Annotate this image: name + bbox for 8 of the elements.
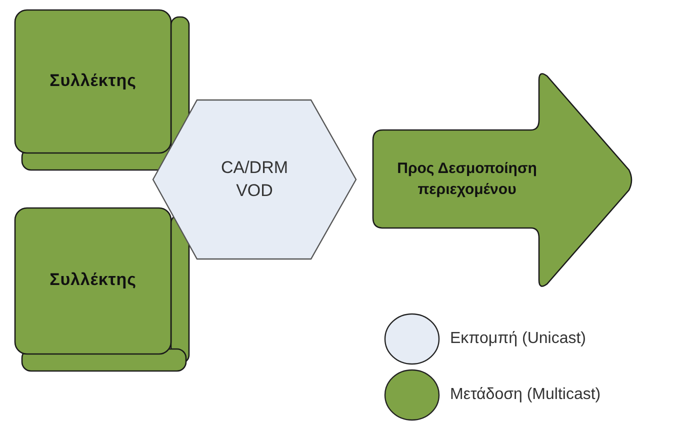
node-label: Συλλέκτης — [50, 70, 136, 92]
node-label: CA/DRM VOD — [220, 156, 290, 202]
node-label: Προς Δεσμοποίηση περιεχομένου — [396, 159, 538, 200]
legend-label: Μετάδοση (Multicast) — [450, 385, 601, 405]
node-label: Συλλέκτης — [50, 269, 136, 292]
legend-label: Εκπομπή (Unicast) — [450, 329, 586, 349]
hexagon-node — [152, 99, 357, 260]
arrow-shape-node — [371, 70, 634, 290]
